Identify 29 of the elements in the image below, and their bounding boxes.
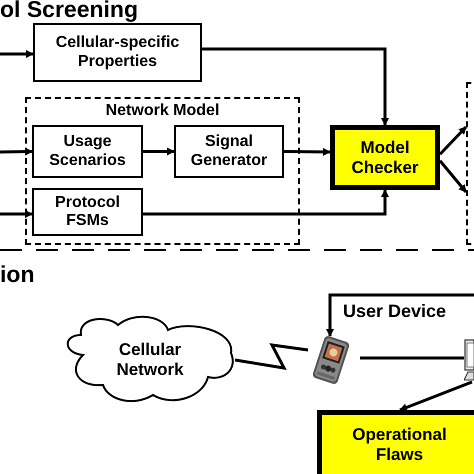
highlight-box <box>317 410 474 474</box>
section-heading: ion <box>0 261 34 288</box>
process-box <box>32 188 143 236</box>
arrow <box>0 50 34 58</box>
process-box <box>174 125 284 178</box>
process-box <box>32 125 143 178</box>
group-label: User Device <box>343 301 446 322</box>
arrow <box>0 148 33 156</box>
arrow <box>438 160 468 193</box>
node-label: Protocol FSMs <box>54 194 121 230</box>
arrow <box>284 148 331 156</box>
process-box <box>33 23 202 82</box>
node-label: Model Checker <box>350 138 420 178</box>
wireless-link <box>234 343 308 370</box>
section-heading: ol Screening <box>0 0 138 23</box>
dashed-group-box <box>25 97 300 245</box>
group-title: Network Model <box>106 102 220 120</box>
node-label: Cellular-specific Properties <box>54 34 180 71</box>
arrow <box>438 126 468 156</box>
highlight-box <box>330 125 440 190</box>
node-label: Usage Scenarios <box>48 133 127 170</box>
node-label: Signal Generator <box>190 133 268 170</box>
arrow <box>202 48 389 126</box>
arrow <box>0 210 33 218</box>
arrow <box>399 380 473 412</box>
node-label: Operational Flaws <box>351 425 448 465</box>
arrow <box>326 294 474 337</box>
arrow <box>143 189 389 216</box>
arrow <box>143 148 175 156</box>
